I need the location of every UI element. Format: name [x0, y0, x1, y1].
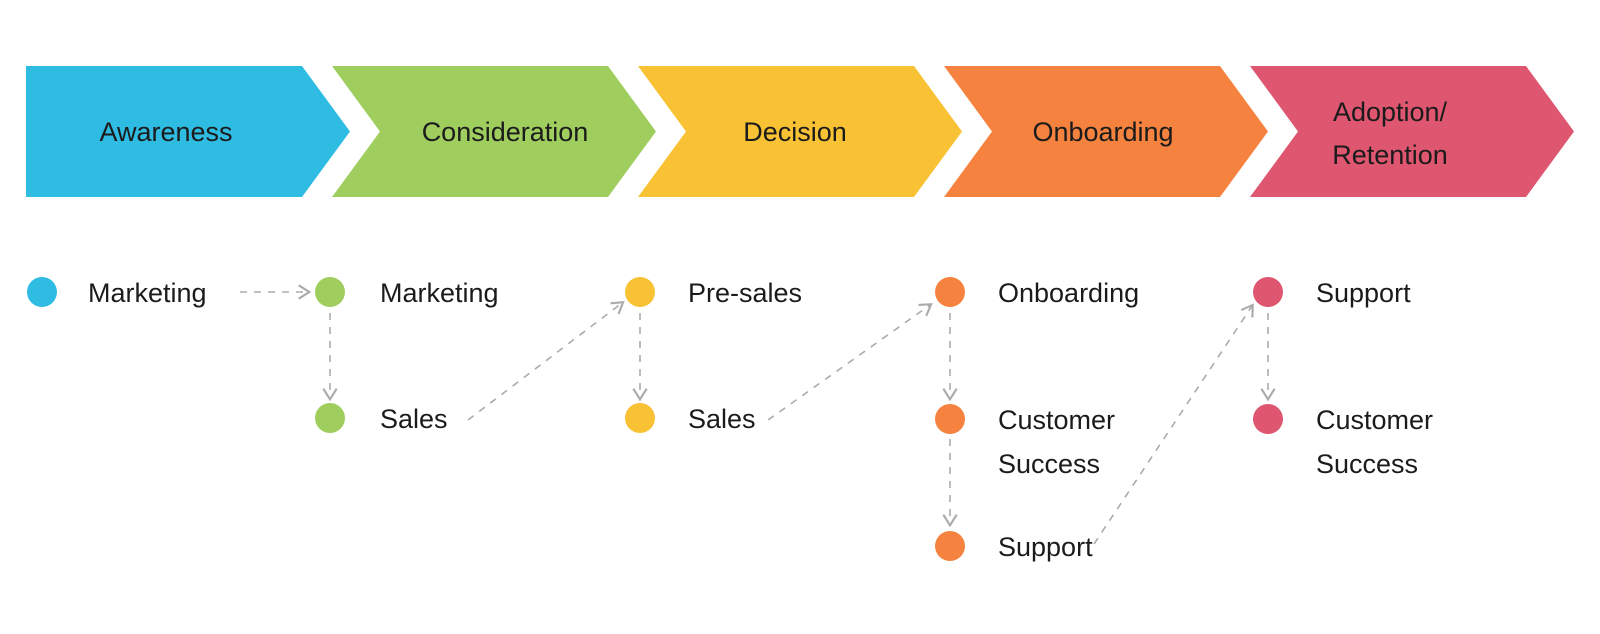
stage-label-decision: Decision [743, 117, 847, 147]
team-label-onboarding-support: Support [998, 532, 1093, 562]
stage-label-adoption-line1: Adoption/ [1333, 97, 1448, 127]
stage-chevron-adoption-retention [1250, 66, 1574, 197]
stage-label-onboarding: Onboarding [1032, 117, 1173, 147]
team-dot-onboarding-support [935, 531, 965, 561]
team-label-onboarding-customer-success-line1: Customer [998, 405, 1115, 435]
stage-band: Awareness Consideration Decision Onboard… [26, 66, 1574, 197]
team-dot-consideration-marketing [315, 277, 345, 307]
team-dot-decision-sales [625, 403, 655, 433]
stage-chevron-consideration [332, 66, 656, 197]
team-label-onboarding-customer-success-line2: Success [998, 449, 1100, 479]
team-label-adoption-support: Support [1316, 278, 1411, 308]
team-dot-adoption-customer-success [1253, 404, 1283, 434]
team-label-adoption-customer-success-line1: Customer [1316, 405, 1433, 435]
team-label-awareness-marketing: Marketing [88, 278, 207, 308]
team-rows: Marketing Marketing Sales Pre-sales Sale… [27, 277, 1433, 562]
stage-chevron-awareness [26, 66, 350, 197]
team-dot-consideration-sales [315, 403, 345, 433]
stage-chevron-decision [638, 66, 962, 197]
stage-chevron-onboarding [944, 66, 1268, 197]
stage-label-consideration: Consideration [422, 117, 589, 147]
arrow-onboarding-support-to-adoption-support [1093, 303, 1254, 545]
team-dot-awareness-marketing [27, 277, 57, 307]
arrow-decision-sales-to-onboarding-onboarding [767, 303, 933, 421]
team-dot-adoption-support [1253, 277, 1283, 307]
team-label-consideration-marketing: Marketing [380, 278, 499, 308]
stage-label-awareness: Awareness [99, 117, 232, 147]
team-dot-decision-presales [625, 277, 655, 307]
team-dot-onboarding-onboarding [935, 277, 965, 307]
team-label-adoption-customer-success-line2: Success [1316, 449, 1418, 479]
team-label-onboarding-onboarding: Onboarding [998, 278, 1139, 308]
team-dot-onboarding-customer-success [935, 404, 965, 434]
team-label-decision-sales: Sales [688, 404, 756, 434]
arrow-consideration-sales-to-decision-presales [467, 300, 625, 421]
team-label-decision-presales: Pre-sales [688, 278, 802, 308]
stage-label-adoption-line2: Retention [1332, 140, 1448, 170]
connection-arrows [240, 284, 1276, 545]
team-label-consideration-sales: Sales [380, 404, 448, 434]
